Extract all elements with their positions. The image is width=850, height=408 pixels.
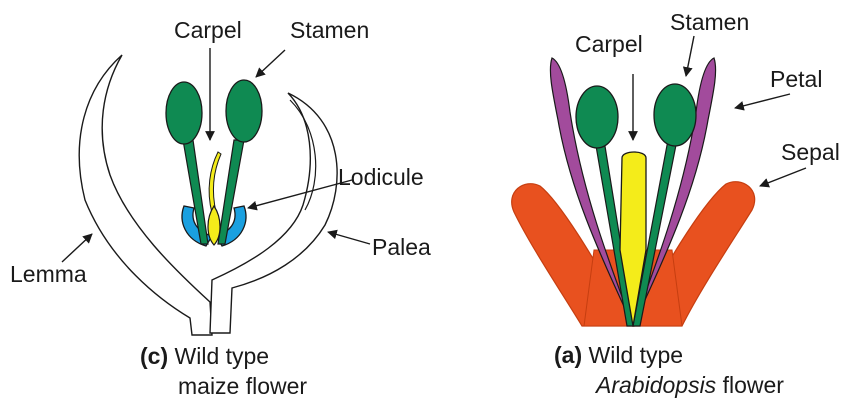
maize-palea-leader (328, 232, 370, 244)
arabidopsis-sepal-leader (760, 168, 806, 186)
maize-palea-label: Palea (372, 234, 431, 260)
arabidopsis-caption-line2: Arabidopsis flower (594, 372, 784, 398)
arabidopsis-caption-rest: flower (716, 372, 784, 398)
arabidopsis-carpel-label: Carpel (575, 31, 643, 57)
maize-carpel-ovary (208, 206, 220, 245)
arabidopsis-sepal-label: Sepal (781, 139, 840, 165)
maize-stamen-right-anther (226, 80, 262, 142)
maize-carpel-silk (209, 152, 221, 213)
maize-lodicule-leader (248, 180, 352, 208)
maize-lemma-label: Lemma (10, 261, 87, 287)
maize-lemma-leader (62, 234, 92, 262)
maize-lodicule-label: Lodicule (338, 164, 424, 190)
maize-flower: Carpel Stamen Lodicule Lemma Palea (c) W… (10, 17, 431, 399)
maize-caption-line2: maize flower (178, 373, 307, 399)
arabidopsis-caption-line1: (a) Wild type (554, 342, 683, 368)
maize-stamen-label: Stamen (290, 17, 369, 43)
maize-stamen-left-anther (166, 82, 202, 144)
maize-caption-line1: (c) Wild type (140, 343, 269, 369)
arabidopsis-stamen-left-anther (576, 86, 618, 148)
arabidopsis-stamen-right-anther (654, 84, 696, 146)
maize-caption-marker: (c) (140, 343, 168, 369)
maize-caption-text: Wild type (175, 343, 270, 369)
maize-stamen-leader (256, 50, 285, 77)
arabidopsis-caption-text: Wild type (589, 342, 684, 368)
arabidopsis-petal-label: Petal (770, 66, 822, 92)
arabidopsis-stamen-label: Stamen (670, 9, 749, 35)
maize-carpel-label: Carpel (174, 17, 242, 43)
arabidopsis-caption-genus: Arabidopsis (594, 372, 717, 398)
arabidopsis-caption-marker: (a) (554, 342, 582, 368)
arabidopsis-petal-leader (735, 94, 790, 108)
arabidopsis-stamen-leader (686, 36, 694, 76)
arabidopsis-flower: Carpel Stamen Petal Sepal (a) Wild type … (512, 9, 840, 398)
